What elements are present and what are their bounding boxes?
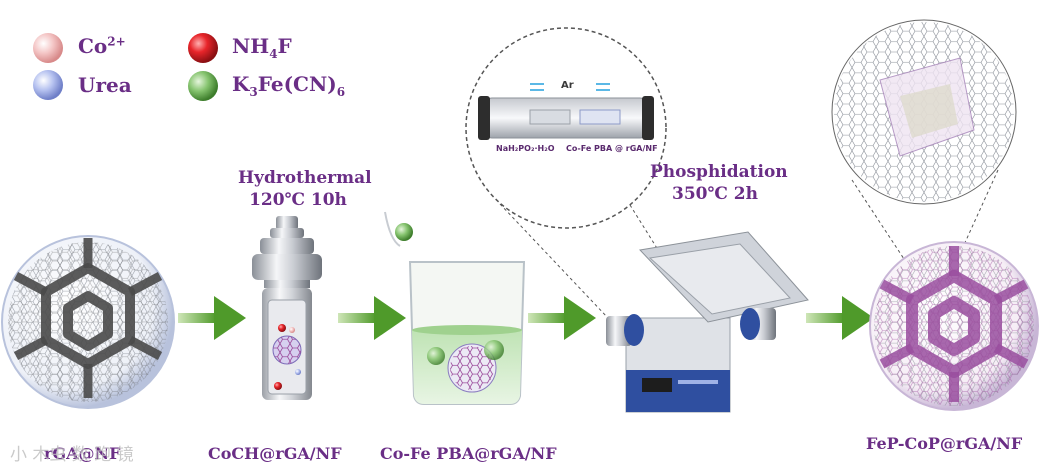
stage2-label: CoCH@rGA/NF	[208, 444, 342, 463]
autoclave-icon	[252, 216, 322, 400]
inset-left-label: NaH₂PO₂·H₂O	[496, 144, 555, 153]
legend-k3fe-label: K3Fe(CN)6	[232, 72, 345, 99]
inset-right-label: Co-Fe PBA @ rGA/NF	[566, 144, 658, 153]
hydrothermal-title: Hydrothermal	[238, 168, 358, 188]
stage4-label: FeP-CoP@rGA/NF	[866, 434, 1022, 453]
beaker-icon	[385, 212, 524, 404]
tube-furnace-icon	[606, 232, 808, 412]
arrow-icon	[528, 296, 596, 340]
arrow-icon	[806, 296, 874, 340]
urea-ball-icon	[33, 70, 63, 100]
fep-cop-sphere-icon	[870, 242, 1038, 410]
k3fe-ball-icon	[188, 71, 218, 101]
graphene-inset-icon	[832, 20, 1016, 262]
stage3-label: Co-Fe PBA@rGA/NF	[380, 444, 557, 463]
co2-ball-icon	[33, 33, 63, 63]
phosphidation-title: Phosphidation	[650, 162, 780, 182]
watermark: 小 木虫 数 跑 镜	[10, 440, 134, 465]
legend-urea-label: Urea	[78, 73, 132, 97]
legend-co2-label: Co2+	[78, 34, 126, 58]
nh4f-ball-icon	[188, 33, 218, 63]
arrow-icon	[178, 296, 246, 340]
inset-gas-label: Ar	[561, 80, 574, 91]
legend-nh4f-label: NH4F	[232, 34, 292, 61]
phosphidation-condition: 350℃ 2h	[650, 184, 780, 204]
rga-nf-sphere-icon	[2, 236, 174, 408]
hydrothermal-condition: 120℃ 10h	[238, 190, 358, 210]
arrow-icon	[338, 296, 406, 340]
